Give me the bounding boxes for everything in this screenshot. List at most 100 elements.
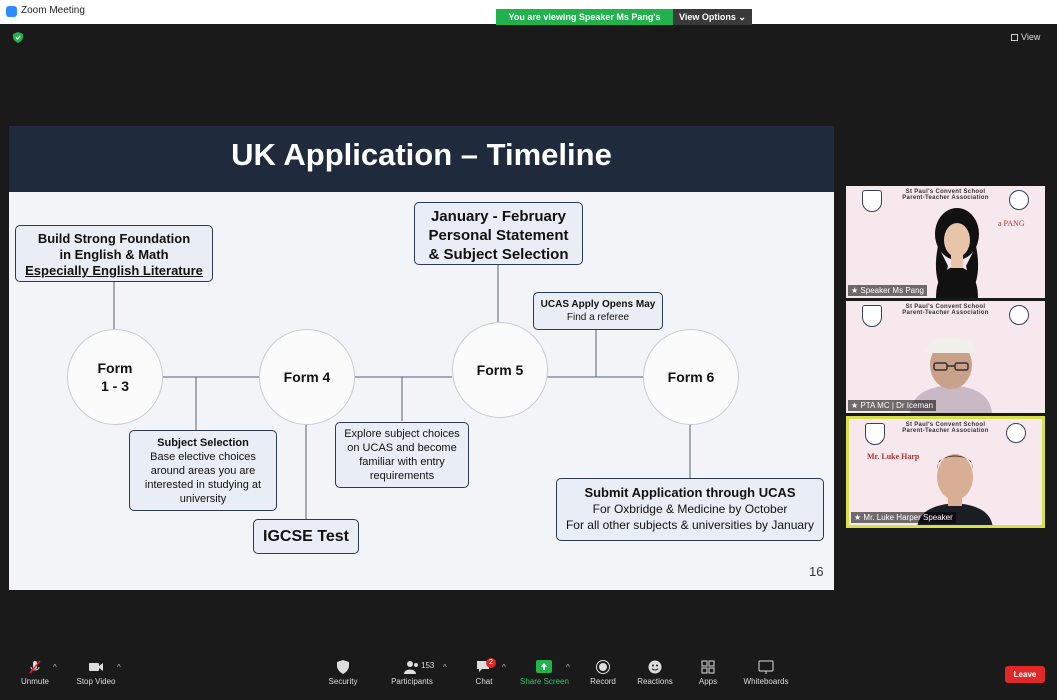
pta-seal-icon — [1009, 305, 1029, 325]
form-6-label: Form 6 — [667, 369, 715, 385]
tile-header-line: Parent-Teacher Association — [902, 310, 989, 316]
subject-selection-line: interested in studying at — [144, 479, 262, 491]
record-button[interactable]: Record — [589, 655, 617, 686]
timeline-connectors — [113, 264, 691, 519]
submit-line: For Oxbridge & Medicine by October — [592, 502, 788, 516]
muted-microphone-icon — [29, 660, 41, 674]
jan-feb-line: January - February — [430, 208, 567, 225]
apps-button[interactable]: Apps — [696, 655, 720, 686]
reactions-button[interactable]: Reactions — [637, 655, 673, 686]
view-label: View — [1021, 32, 1041, 42]
explore-line: familiar with entry — [359, 456, 445, 468]
subject-selection-line: Base elective choices — [150, 451, 256, 463]
speaker-video — [935, 208, 979, 298]
whiteboards-button[interactable]: Whiteboards — [742, 655, 790, 686]
tile-header-line: St Paul's Convent School — [905, 304, 986, 310]
viewing-banner: You are viewing Speaker Ms Pang's screen — [496, 9, 673, 38]
unmute-button[interactable]: Unmute — [18, 655, 52, 686]
slide-header — [9, 126, 834, 192]
tile-header-line: St Paul's Convent School — [905, 189, 986, 195]
participant-name-text: PTA MC | Dr Iceman — [860, 401, 934, 410]
participants-count: 153 — [421, 661, 435, 670]
school-crest-icon — [865, 423, 885, 445]
submit-line: For all other subjects & universities by… — [565, 518, 815, 532]
grid-icon — [1011, 34, 1018, 41]
form-5-circle: Form 5 — [452, 322, 548, 418]
participants-button[interactable]: Participants — [390, 655, 434, 686]
subject-selection-line: Subject Selection — [157, 437, 249, 449]
jan-feb-line: Personal Statement — [428, 227, 569, 244]
igcse-box: IGCSE Test — [253, 519, 359, 554]
participant-name: ★ PTA MC | Dr Iceman — [848, 400, 937, 411]
shared-slide: UK Application – Timeline Build Strong F… — [9, 126, 834, 590]
leave-button[interactable]: Leave — [1005, 666, 1045, 683]
ucas-opens-line: Find a referee — [566, 312, 630, 323]
whiteboard-icon — [758, 660, 774, 674]
form-4-circle: Form 4 — [259, 329, 355, 425]
form-1-3-label: Form — [97, 360, 133, 376]
record-label: Record — [590, 677, 616, 686]
tile-header-line: St Paul's Convent School — [905, 422, 986, 428]
people-icon — [404, 661, 418, 674]
participant-tile-active-speaker[interactable]: St Paul's Convent School Parent-Teacher … — [846, 416, 1045, 528]
audio-options-chevron-icon[interactable]: ^ — [53, 663, 57, 672]
tile-header-line: Parent-Teacher Association — [902, 428, 989, 434]
participants-options-chevron-icon[interactable]: ^ — [443, 663, 447, 672]
participant-tile[interactable]: St Paul's Convent School Parent-Teacher … — [846, 301, 1045, 413]
pta-seal-icon — [1006, 423, 1026, 443]
unmute-label: Unmute — [20, 677, 49, 686]
encryption-shield-icon[interactable] — [13, 32, 23, 43]
participant-name: ★ Speaker Ms Pang — [848, 285, 927, 296]
smiley-icon — [648, 660, 662, 674]
tile-header: St Paul's Convent School Parent-Teacher … — [846, 186, 1045, 201]
participant-name: ★ Mr. Luke Harper Speaker — [851, 512, 956, 523]
pta-seal-icon — [1009, 190, 1029, 210]
foundation-box: Build Strong Foundation in English & Mat… — [15, 225, 213, 282]
reactions-label: Reactions — [637, 677, 673, 686]
share-screen-icon — [536, 660, 552, 673]
stop-video-label: Stop Video — [76, 677, 116, 686]
subject-selection-line: around areas you are — [150, 465, 256, 477]
view-options-button[interactable]: View Options ⌄ — [673, 9, 752, 25]
stop-video-button[interactable]: Stop Video — [75, 655, 117, 686]
form-5-label: Form 5 — [476, 362, 524, 378]
ucas-opens-line: UCAS Apply Opens May — [540, 299, 656, 310]
foundation-line: Build Strong Foundation — [37, 231, 191, 246]
form-1-3-label: 1 - 3 — [100, 378, 129, 394]
share-screen-label: Share Screen — [520, 677, 569, 686]
video-options-chevron-icon[interactable]: ^ — [117, 663, 121, 672]
subject-selection-line: university — [179, 493, 227, 505]
speaker-video — [910, 337, 992, 413]
security-label: Security — [328, 677, 358, 686]
share-screen-button[interactable]: Share Screen — [520, 655, 569, 686]
participant-name-text: Speaker Ms Pang — [860, 286, 924, 295]
view-layout-button[interactable]: View — [1011, 32, 1040, 42]
apps-icon — [701, 660, 715, 674]
meeting-toolbar: Unmute ^ Stop Video ^ Security Participa… — [0, 655, 1057, 700]
participant-name-text: Mr. Luke Harper Speaker — [863, 513, 953, 522]
share-options-chevron-icon[interactable]: ^ — [566, 663, 570, 672]
submit-box: Submit Application through UCAS For Oxbr… — [556, 478, 824, 541]
explore-line: on UCAS and become — [347, 442, 457, 454]
jan-feb-box: January - February Personal Statement & … — [414, 202, 583, 265]
tile-overlay-text: a PANG — [998, 219, 1025, 228]
whiteboards-label: Whiteboards — [743, 677, 789, 686]
tile-header: St Paul's Convent School Parent-Teacher … — [846, 301, 1045, 316]
chat-badge: 2 — [486, 658, 496, 668]
chat-options-chevron-icon[interactable]: ^ — [502, 663, 506, 672]
apps-label: Apps — [698, 677, 718, 686]
ucas-opens-box: UCAS Apply Opens May Find a referee — [533, 292, 663, 330]
explore-box: Explore subject choices on UCAS and beco… — [335, 422, 469, 488]
participant-tile[interactable]: St Paul's Convent School Parent-Teacher … — [846, 186, 1045, 298]
video-camera-icon — [89, 663, 103, 671]
slide-title: UK Application – Timeline — [231, 137, 612, 172]
jan-feb-line: & Subject Selection — [428, 246, 569, 263]
slide-page-number: 16 — [809, 564, 824, 579]
subject-selection-box: Subject Selection Base elective choices … — [129, 430, 277, 511]
zoom-logo-icon — [6, 6, 17, 17]
security-button[interactable]: Security — [325, 655, 361, 686]
form-4-label: Form 4 — [283, 369, 331, 385]
school-crest-icon — [862, 190, 882, 212]
tile-overlay-text: Mr. Luke Harp — [867, 452, 920, 461]
foundation-line: Especially English Literature — [25, 263, 203, 278]
